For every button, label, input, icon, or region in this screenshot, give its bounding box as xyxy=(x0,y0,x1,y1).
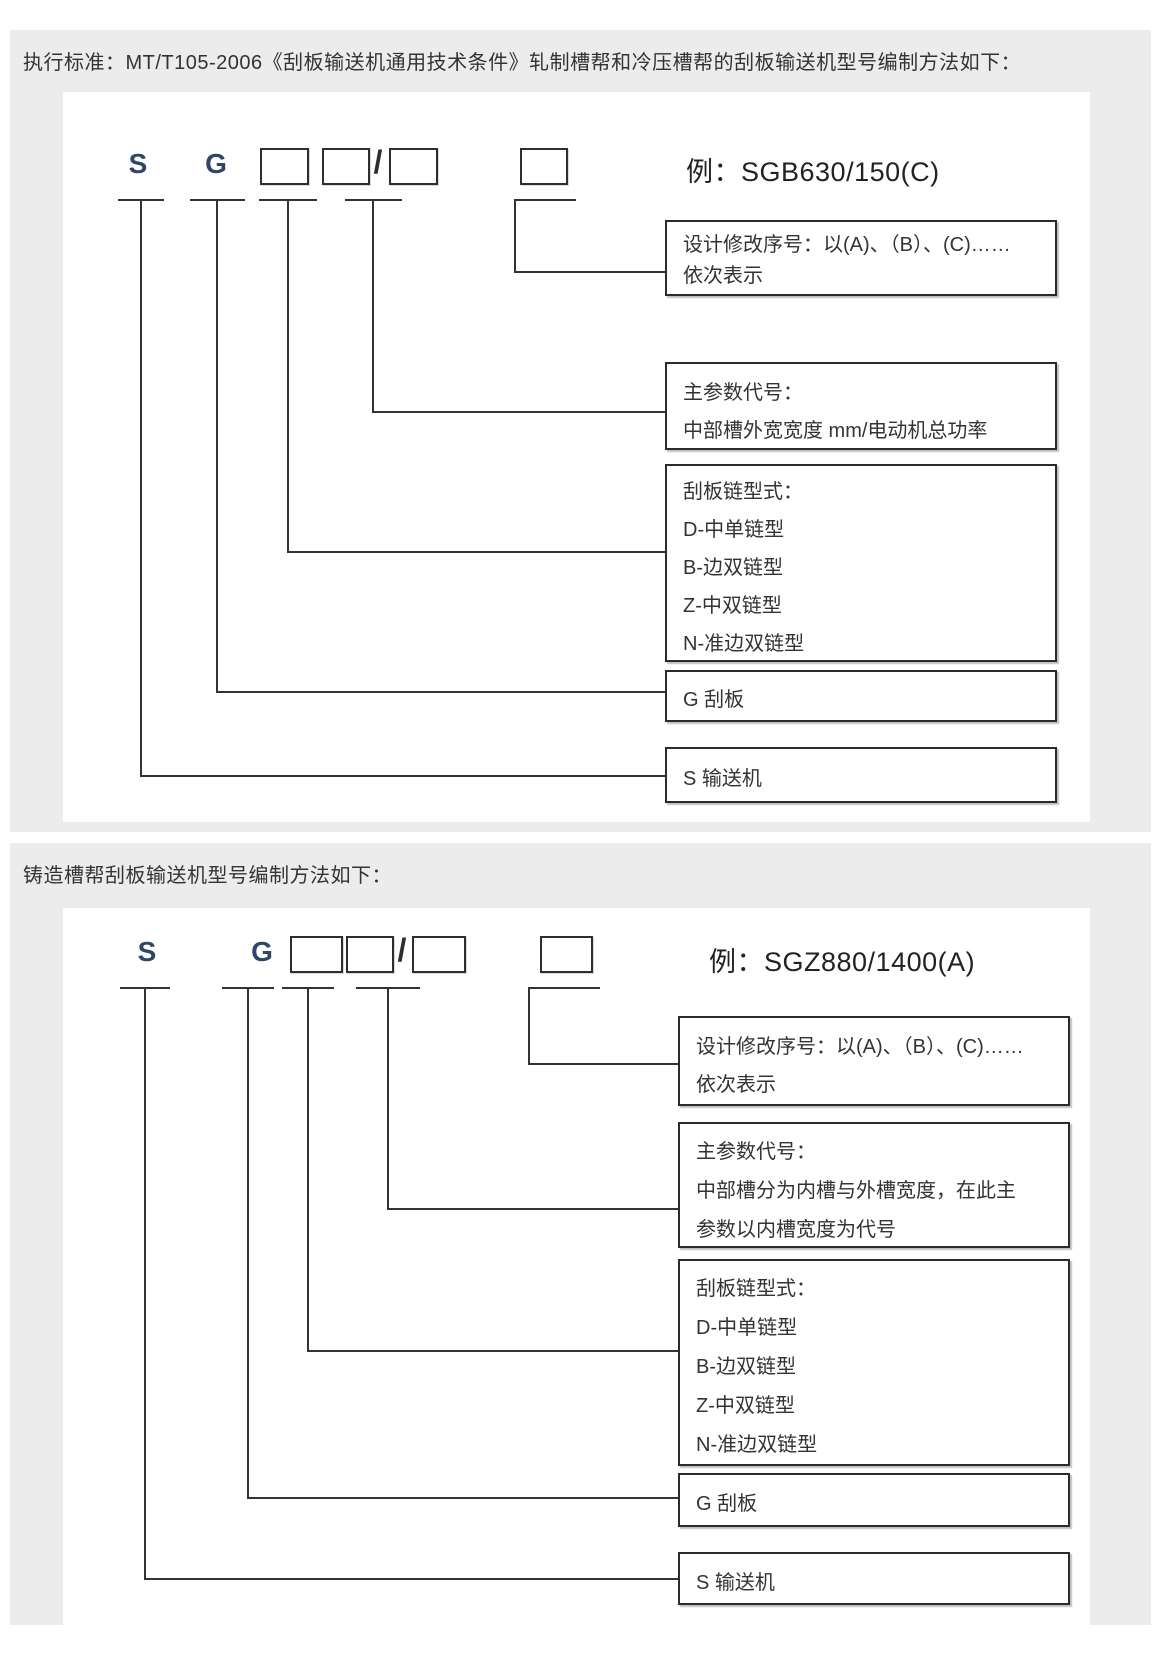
connector-line xyxy=(307,987,309,1352)
label-line: Z-中双链型 xyxy=(696,1395,795,1417)
conveyor-label-box: S 输送机 xyxy=(665,747,1057,803)
revision-label-box: 设计修改序号：以(A)、（B）、(C)…… 依次表示 xyxy=(665,220,1057,296)
chain-type-codebox xyxy=(260,148,309,185)
connector-line xyxy=(140,199,142,777)
label-line: S 输送机 xyxy=(683,768,762,790)
code-letter-g: G xyxy=(251,936,273,967)
label-line: G 刮板 xyxy=(683,689,745,711)
label-line: 依次表示 xyxy=(696,1074,776,1096)
chain-type-label-box: 刮板链型式： D-中单链型 B-边双链型 Z-中双链型 N-准边双链型 xyxy=(665,464,1057,662)
connector-line xyxy=(287,199,289,553)
connector-line xyxy=(528,1063,678,1065)
connector-line xyxy=(514,199,516,273)
label-line: 刮板链型式： xyxy=(696,1278,816,1300)
label-line: 刮板链型式： xyxy=(683,481,803,503)
label-line: B-边双链型 xyxy=(683,557,783,579)
tick-bar xyxy=(514,199,576,201)
connector-line xyxy=(216,691,665,693)
connector-line xyxy=(144,1578,678,1580)
power-param-codebox xyxy=(412,936,466,973)
connector-line xyxy=(144,987,146,1580)
revision-label-box: 设计修改序号：以(A)、（B）、(C)…… 依次表示 xyxy=(678,1016,1070,1106)
label-line: Z-中双链型 xyxy=(683,595,782,617)
label-line: N-准边双链型 xyxy=(696,1434,818,1456)
code-letter-s: S xyxy=(137,936,157,967)
label-line: 主参数代号： xyxy=(696,1141,816,1163)
scraper-label-box: G 刮板 xyxy=(678,1473,1070,1527)
label-line: G 刮板 xyxy=(696,1493,758,1515)
code-slash: / xyxy=(373,144,383,180)
label-line: 设计修改序号：以(A)、（B）、(C)…… xyxy=(696,1036,1024,1058)
connector-line xyxy=(528,987,530,1065)
tick-bar xyxy=(528,987,600,989)
example-model-label: 例：SGB630/150(C) xyxy=(686,157,940,187)
chain-type-label-box: 刮板链型式： D-中单链型 B-边双链型 Z-中双链型 N-准边双链型 xyxy=(678,1259,1070,1466)
connector-line xyxy=(307,1350,678,1352)
label-line: 中部槽分为内槽与外槽宽度，在此主 xyxy=(696,1180,1016,1202)
code-slash: / xyxy=(397,932,407,968)
label-line: 参数以内槽宽度为代号 xyxy=(696,1219,896,1241)
connector-line xyxy=(387,1208,678,1210)
label-line: D-中单链型 xyxy=(696,1317,798,1339)
conveyor-label-box: S 输送机 xyxy=(678,1552,1070,1605)
connector-line xyxy=(216,199,218,693)
connector-line xyxy=(372,199,374,413)
connector-line xyxy=(514,271,665,273)
connector-line xyxy=(247,987,249,1499)
label-line: B-边双链型 xyxy=(696,1356,796,1378)
example-model-label: 例：SGZ880/1400(A) xyxy=(709,947,976,977)
chain-type-codebox xyxy=(290,936,343,973)
label-line: 设计修改序号：以(A)、（B）、(C)…… xyxy=(683,234,1011,256)
power-param-codebox xyxy=(389,148,438,185)
label-line: D-中单链型 xyxy=(683,519,785,541)
section1-header: 执行标准：MT/T105-2006《刮板输送机通用技术条件》轧制槽帮和冷压槽帮的… xyxy=(23,52,1022,74)
section2-header: 铸造槽帮刮板输送机型号编制方法如下： xyxy=(23,865,392,887)
label-line: N-准边双链型 xyxy=(683,633,805,655)
revision-codebox xyxy=(540,936,593,973)
label-line: S 输送机 xyxy=(696,1572,775,1594)
label-line: 主参数代号： xyxy=(683,382,803,404)
label-line: 中部槽外宽宽度 mm/电动机总功率 xyxy=(683,420,988,442)
width-param-codebox xyxy=(322,148,370,185)
main-param-label-box: 主参数代号： 中部槽外宽宽度 mm/电动机总功率 xyxy=(665,362,1057,450)
connector-line xyxy=(140,775,665,777)
connector-line xyxy=(372,411,665,413)
connector-line xyxy=(387,987,389,1210)
connector-line xyxy=(247,1497,678,1499)
connector-line xyxy=(287,551,665,553)
width-param-codebox xyxy=(346,936,394,973)
code-letter-s: S xyxy=(128,148,148,179)
code-letter-g: G xyxy=(205,148,227,179)
main-param-label-box: 主参数代号： 中部槽分为内槽与外槽宽度，在此主 参数以内槽宽度为代号 xyxy=(678,1122,1070,1248)
revision-codebox xyxy=(520,148,568,185)
scraper-label-box: G 刮板 xyxy=(665,670,1057,722)
label-line: 依次表示 xyxy=(683,265,763,287)
